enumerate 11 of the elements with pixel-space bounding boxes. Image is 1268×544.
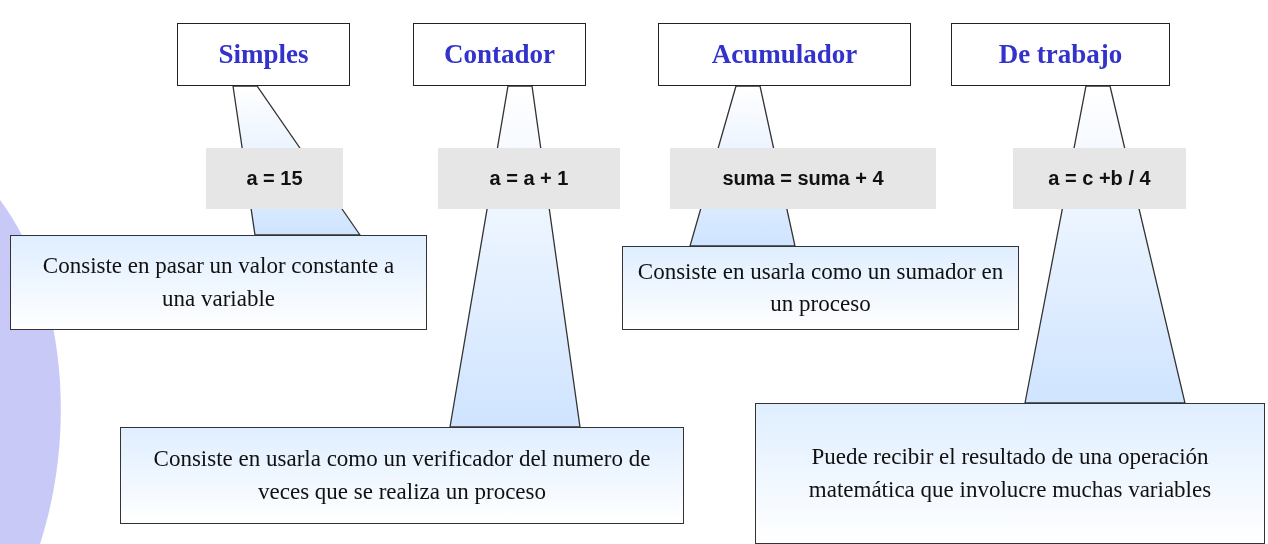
callout-box: Consiste en usarla como un sumador en un proceso bbox=[622, 246, 1019, 330]
callout-box: Consiste en usarla como un verificador del numero de veces que se realiza un proceso bbox=[120, 427, 684, 524]
heading-box: Simples bbox=[177, 23, 350, 86]
callout-box: Puede recibir el resultado de una operación matemática que involucre muchas variables bbox=[755, 403, 1265, 544]
heading-box: De trabajo bbox=[951, 23, 1170, 86]
code-box: a = a + 1 bbox=[438, 148, 620, 209]
code-box: suma = suma + 4 bbox=[670, 148, 936, 209]
code-box: a = c +b / 4 bbox=[1013, 148, 1186, 209]
heading-box: Contador bbox=[413, 23, 586, 86]
heading-box: Acumulador bbox=[658, 23, 911, 86]
code-box: a = 15 bbox=[206, 148, 343, 209]
